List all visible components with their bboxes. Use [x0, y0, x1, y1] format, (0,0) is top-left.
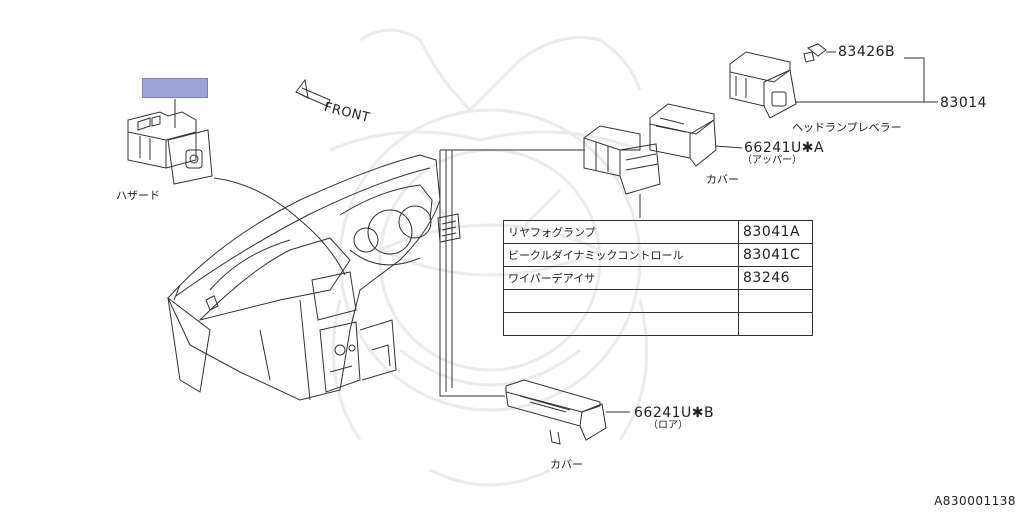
- clip-bolt-drawing: [803, 43, 836, 63]
- table-row: リヤフォグランプ 83041A: [503, 220, 813, 244]
- table-row: [503, 312, 813, 336]
- cover-lower-label: カバー: [550, 458, 583, 471]
- highlight-callout-box[interactable]: [142, 78, 208, 98]
- front-arrow-icon: [295, 78, 331, 107]
- switch-parts-table: リヤフォグランプ 83041A ビークルダイナミックコントロール 83041C …: [503, 220, 813, 336]
- table-cell-name: [503, 289, 739, 313]
- cover-upper-label: カバー: [706, 173, 739, 186]
- lower-cover-drawing: [505, 379, 630, 445]
- cover-lower-sub-label: （ロア）: [648, 420, 688, 431]
- table-cell-part: [738, 289, 813, 313]
- table-cell-part[interactable]: 83041C: [738, 243, 813, 267]
- table-cell-name: リヤフォグランプ: [503, 220, 739, 244]
- table-cell-name: ビークルダイナミックコントロール: [503, 243, 739, 267]
- table-cell-name: [503, 312, 739, 336]
- table-row: [503, 289, 813, 313]
- cover-upper-sub-label: （アッパー）: [742, 155, 802, 166]
- hazard-leader-line: [213, 177, 346, 276]
- upper-cover-drawing: [649, 103, 743, 167]
- harness-lines: [439, 149, 585, 397]
- table-row: ビークルダイナミックコントロール 83041C: [503, 243, 813, 267]
- part-number-83426B[interactable]: 83426B: [838, 44, 896, 60]
- headlamp-leveler-label: ヘッドランプレベラー: [792, 121, 902, 134]
- table-cell-name: ワイパーデアイサ: [503, 266, 739, 290]
- part-number-cover-lower[interactable]: 66241U✱B: [634, 405, 715, 421]
- part-number-83014[interactable]: 83014: [940, 95, 988, 111]
- headlamp-leveler-drawing: [729, 51, 938, 119]
- reference-code: A830001138: [934, 494, 1016, 508]
- table-row: ワイパーデアイサ 83246: [503, 266, 813, 290]
- hazard-switch-drawing: [127, 99, 213, 185]
- hazard-label: ハザード: [116, 189, 160, 202]
- center-switch-block-drawing: [582, 125, 661, 218]
- table-cell-part[interactable]: 83041A: [738, 220, 813, 244]
- part-number-cover-upper[interactable]: 66241U✱A: [744, 140, 825, 156]
- table-cell-part: [738, 312, 813, 336]
- instrument-panel-drawing: [167, 154, 461, 401]
- table-cell-part[interactable]: 83246: [738, 266, 813, 290]
